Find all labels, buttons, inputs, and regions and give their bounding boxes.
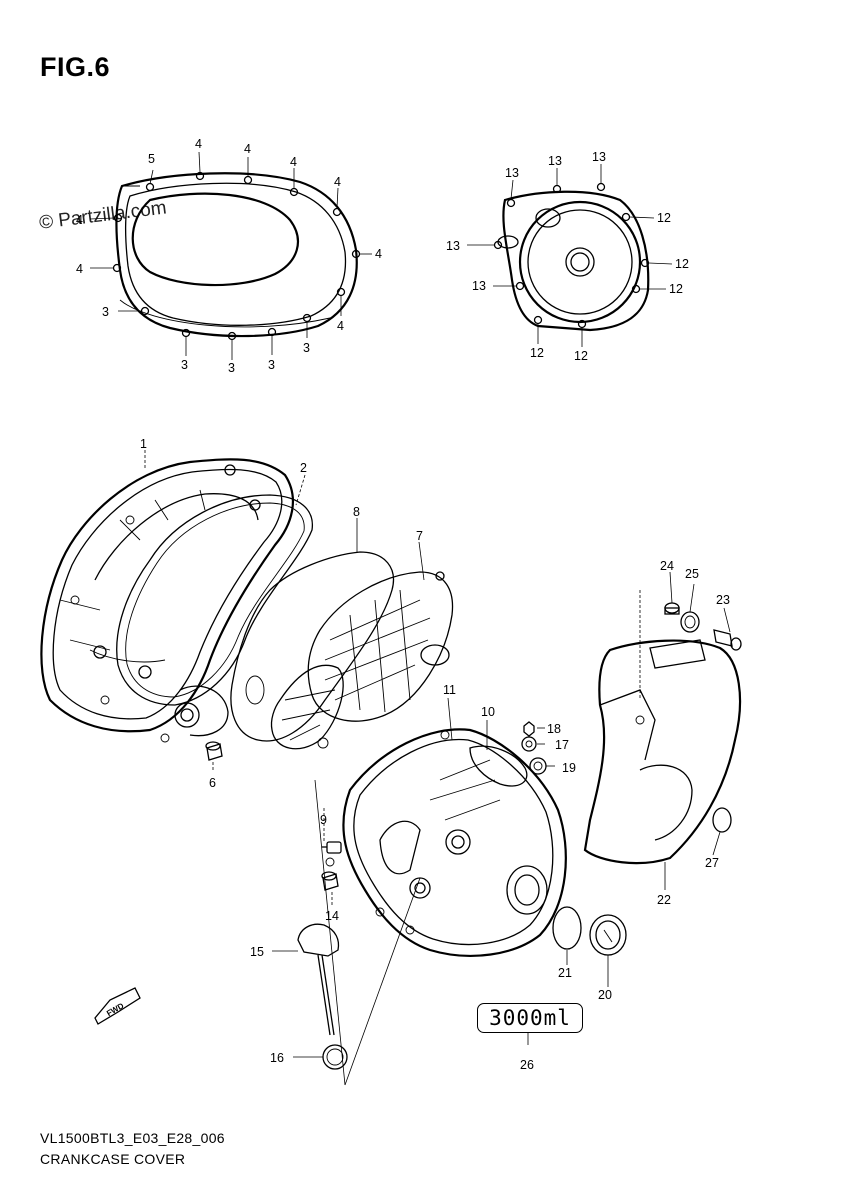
callout-labels: 5 4 4 4 4 4 4 4 4 3 3 3 3 3 13 13 13 13 …	[76, 137, 730, 1072]
callout-8: 8	[353, 505, 360, 519]
dowel-pins	[205, 741, 339, 891]
callout-3: 3	[303, 341, 310, 355]
cover-bolts	[112, 171, 361, 341]
callout-19: 19	[562, 761, 576, 775]
callout-3: 3	[102, 305, 109, 319]
callout-16: 16	[270, 1051, 284, 1065]
part-2-gasket	[116, 494, 313, 706]
magneto-cover-bolt-layout	[467, 164, 673, 347]
callout-14: 14	[325, 909, 339, 923]
clutch-cover-bolt-layout	[89, 151, 372, 360]
callout-3: 3	[181, 358, 188, 372]
callout-24: 24	[660, 559, 674, 573]
callout-12: 12	[530, 346, 544, 360]
callout-12: 12	[675, 257, 689, 271]
callout-13: 13	[472, 279, 486, 293]
callout-17: 17	[555, 738, 569, 752]
callout-4: 4	[195, 137, 202, 151]
callout-12: 12	[657, 211, 671, 225]
callout-3: 3	[228, 361, 235, 375]
callout-4: 4	[337, 319, 344, 333]
part-10-inner-cover	[469, 745, 528, 787]
callout-13: 13	[446, 239, 460, 253]
callout-9: 9	[320, 813, 327, 827]
callout-10: 10	[481, 705, 495, 719]
callout-4: 4	[244, 142, 251, 156]
callout-22: 22	[657, 893, 671, 907]
callout-3: 3	[268, 358, 275, 372]
diagram-name: CRANKCASE COVER	[40, 1151, 186, 1167]
callout-2: 2	[300, 461, 307, 475]
callout-4: 4	[76, 213, 83, 227]
callout-4: 4	[290, 155, 297, 169]
callout-25: 25	[685, 567, 699, 581]
callout-12: 12	[669, 282, 683, 296]
part-7-inner-plate	[270, 571, 454, 750]
callout-11: 11	[443, 683, 456, 697]
callout-6: 6	[209, 776, 216, 790]
part-11-magneto-cover	[325, 728, 567, 957]
callout-18: 18	[547, 722, 561, 736]
callout-13: 13	[505, 166, 519, 180]
magneto-bolts	[493, 182, 650, 329]
callout-4: 4	[76, 262, 83, 276]
callout-15: 15	[250, 945, 264, 959]
oil-capacity-label: 3000ml	[477, 1003, 583, 1033]
fwd-arrow: FWD	[94, 987, 141, 1025]
fwd-label: FWD	[105, 1001, 125, 1018]
part-9-bolt	[322, 841, 342, 854]
cover-leader-lines	[89, 151, 372, 360]
callout-5: 5	[148, 152, 155, 166]
callout-12: 12	[574, 349, 588, 363]
part-1-clutch-cover	[40, 458, 294, 743]
part-20-cap	[589, 914, 627, 956]
washers-17-18-19	[521, 721, 547, 775]
callout-27: 27	[705, 856, 719, 870]
callout-21: 21	[558, 966, 572, 980]
callout-13: 13	[592, 150, 606, 164]
part-22-outer-cover	[583, 639, 742, 865]
figure-title: FIG.6	[40, 52, 111, 82]
callout-13: 13	[548, 154, 562, 168]
callout-1: 1	[140, 437, 147, 451]
magneto-leader-lines	[467, 164, 673, 347]
callout-23: 23	[716, 593, 730, 607]
diagram-code: VL1500BTL3_E03_E28_006	[40, 1130, 225, 1146]
callout-7: 7	[416, 529, 423, 543]
part-15-dipstick	[297, 923, 340, 1036]
part-8-gasket	[230, 551, 394, 742]
part-leader-lines	[144, 450, 731, 1058]
callout-4: 4	[334, 175, 341, 189]
callout-26: 26	[520, 1058, 534, 1072]
callout-20: 20	[598, 988, 612, 1002]
callout-4: 4	[375, 247, 382, 261]
part-21-o-ring	[552, 906, 582, 950]
